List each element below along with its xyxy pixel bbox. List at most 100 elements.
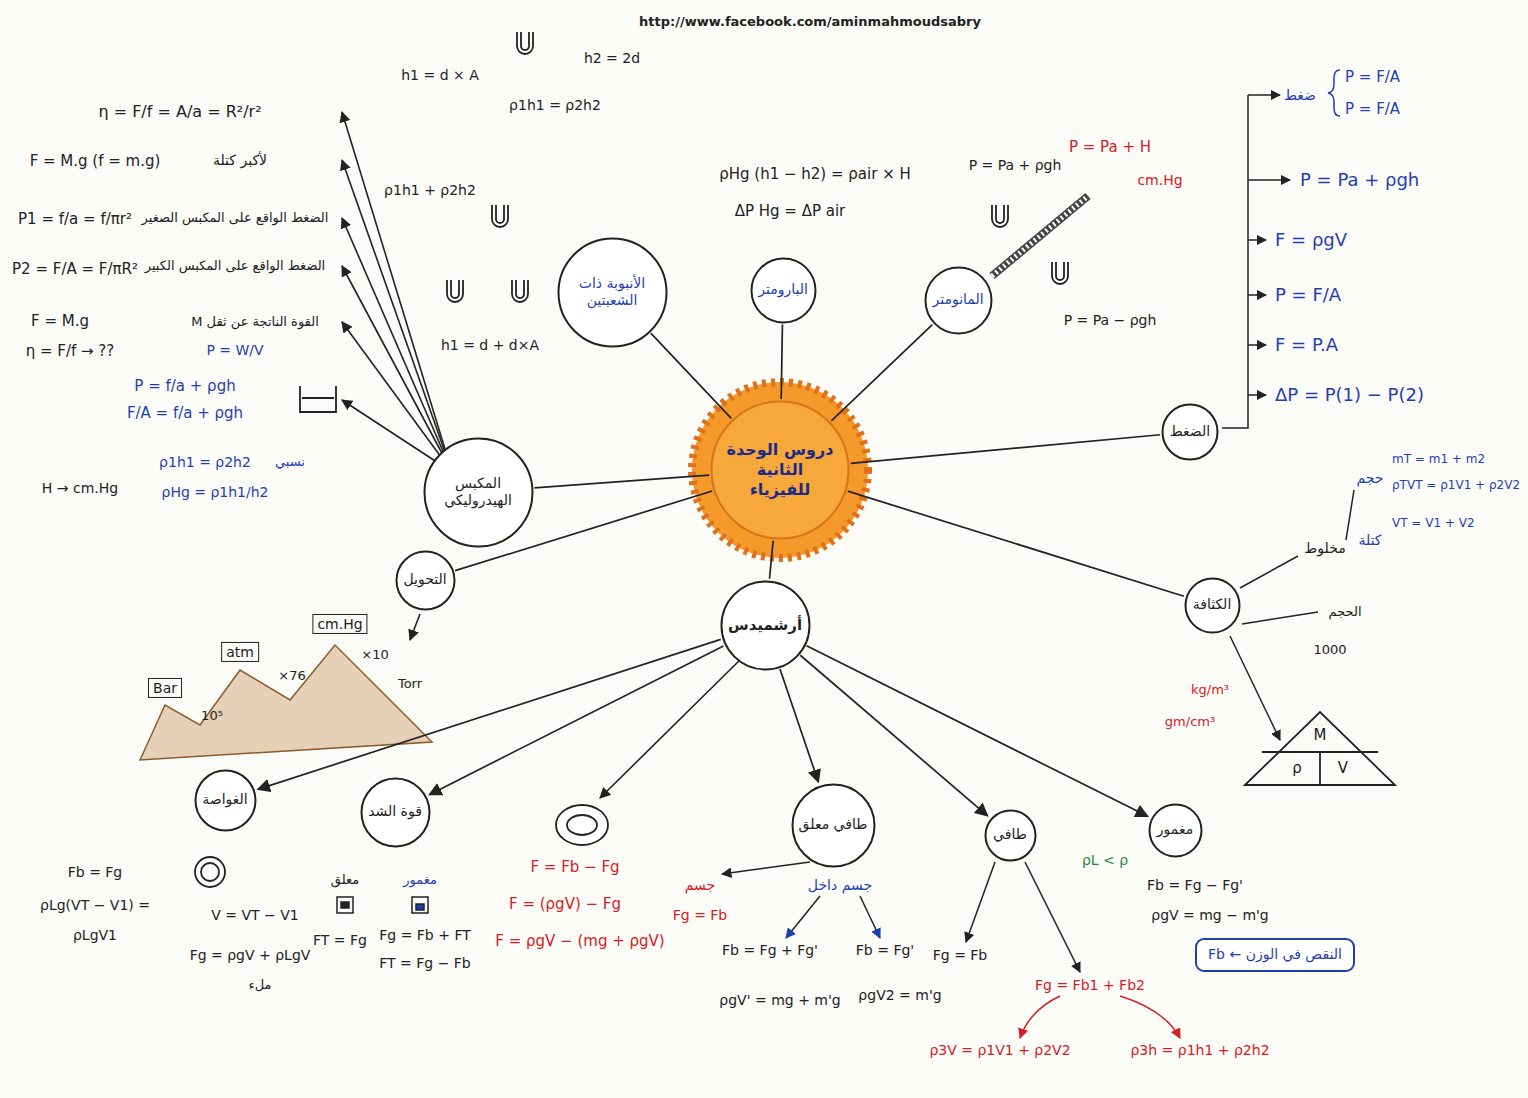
- node-label: أرشميدس: [728, 616, 802, 635]
- formula-label: مغمور: [403, 873, 437, 888]
- connector: [534, 475, 709, 488]
- formula-label: 1000: [1313, 643, 1346, 658]
- tank-icon: [300, 386, 336, 412]
- connector: [781, 324, 782, 399]
- formula-label: الحجم: [1328, 605, 1361, 620]
- formula-label: F = (ρgV) − Fg: [509, 896, 621, 913]
- formula-label: cm.Hg: [312, 614, 367, 634]
- formula-label: ρgV2 = m'g: [858, 987, 941, 1003]
- node-label: الغواصة: [202, 791, 247, 809]
- formula-label: لأكبر كتلة: [213, 152, 267, 168]
- formula-label: القوة الناتجة عن ثقل M: [191, 315, 319, 330]
- formula-label: P = f/a + ρgh: [134, 378, 235, 395]
- topic-circle: قوة الشد: [360, 777, 431, 848]
- balloon-icon: [567, 815, 597, 835]
- formula-label: FT = Fg: [313, 932, 367, 948]
- connector: [780, 669, 818, 782]
- submarine-icon: [201, 863, 219, 881]
- node-text: قوة الشد: [368, 803, 422, 821]
- formula-label: h2 = 2d: [584, 50, 640, 66]
- watermark: http://www.facebook.com/aminmahmoudsabry: [639, 15, 981, 30]
- node-text: البارومتر: [758, 281, 808, 299]
- formula-label: FT = Fg − Fb: [379, 955, 471, 971]
- topic-circle: التحويل: [395, 550, 456, 611]
- node-text: الأنبوبة ذات الشعبتين: [567, 275, 657, 310]
- formula-label: ρgV' = mg + m'g: [719, 992, 840, 1008]
- topic-circle: الغواصة: [194, 769, 257, 832]
- formula-label: gm/cm³: [1165, 715, 1215, 730]
- node-text: المانومتر: [932, 291, 983, 309]
- topic-circle: الكثافة: [1184, 577, 1241, 634]
- formula-label: Fb = Fg': [856, 942, 914, 958]
- formula-label: ضغط: [1284, 87, 1316, 103]
- formula-label: P2 = F/A = F/πR²: [12, 261, 138, 278]
- formula-label: F = Fb − Fg: [530, 859, 619, 876]
- node-text: التحويل: [403, 571, 446, 589]
- formula-label: η = F/f = A/a = R²/r²: [98, 103, 261, 121]
- node-label: دروس الوحدة الثانية للفيزياء: [725, 440, 835, 500]
- formula-label: P1 = f/a = f/πr²: [18, 211, 132, 228]
- floating-arrows: [1020, 996, 1180, 1038]
- node-label: مغمور: [1157, 821, 1193, 839]
- formula-label: Fb = Fg + Fg': [722, 942, 818, 958]
- formula-label: F = ρgV − (mg + ρgV): [495, 933, 664, 950]
- formula-label: M: [1314, 727, 1327, 744]
- formula-label: atm: [221, 642, 259, 662]
- node-text: الغواصة: [202, 791, 247, 809]
- formula-label: Fb = Fg − Fg': [1147, 877, 1243, 893]
- node-text: دروس الوحدة الثانية للفيزياء: [725, 440, 835, 500]
- circle-shape: [721, 581, 809, 669]
- box-shape: [1196, 939, 1354, 971]
- formula-label: مخلوط: [1304, 540, 1345, 556]
- leader-line: [410, 614, 420, 640]
- formula-label: 10⁵: [201, 709, 223, 724]
- connector: [851, 435, 1160, 464]
- formula-label: ملء: [249, 978, 272, 993]
- formula-label: P = Pa − ρgh: [1064, 312, 1157, 328]
- connector: [429, 646, 723, 795]
- submarine-icon: [195, 857, 225, 887]
- node-text: مغمور: [1157, 821, 1193, 839]
- formula-label: F = P.A: [1275, 335, 1338, 356]
- formula-label: ΔP = P(1) − P(2): [1275, 385, 1424, 406]
- brace: [1328, 70, 1340, 116]
- circle-shape: [792, 784, 874, 866]
- circle-shape: [558, 238, 666, 346]
- node-label: طافي معلق: [799, 816, 868, 834]
- formula-label: Fg = Fb1 + Fb2: [1035, 977, 1145, 993]
- node-text: طافي معلق: [799, 816, 868, 834]
- topic-circle: المكبس الهيدروليكي: [423, 437, 534, 548]
- formula-label: جسم داخل: [808, 877, 872, 893]
- node-text: الضغط: [1170, 423, 1210, 441]
- formula-label: الضغط الواقع على المكبس الكبير: [145, 259, 325, 274]
- formula-label: H → cm.Hg: [42, 480, 118, 496]
- formula-label: P = W/V: [206, 342, 263, 358]
- formula-label: Fg = Fb + FT: [379, 927, 471, 943]
- note-box: Fb ← النقص في الوزن: [1195, 938, 1355, 972]
- topic-circle: الضغط: [1161, 403, 1219, 461]
- center-splash: [692, 382, 868, 558]
- formula-label: P = F/A: [1275, 285, 1341, 306]
- leader-line: [600, 655, 745, 798]
- formula-label: ρTVT = ρ1V1 + ρ2V2: [1392, 479, 1520, 493]
- balloon-icon: [556, 805, 608, 845]
- node-label: المانومتر: [932, 291, 983, 309]
- formula-label: kg/m³: [1191, 683, 1229, 698]
- manometer-ruler: [992, 196, 1088, 276]
- formula-label: حجم: [1356, 470, 1383, 486]
- floating-arrows: [722, 862, 1080, 972]
- node-label: المكبس الهيدروليكي: [433, 475, 523, 510]
- formula-label: ρgV = mg − m'g: [1151, 907, 1269, 923]
- node-text: المكبس الهيدروليكي: [433, 475, 523, 510]
- formula-label: cm.Hg: [1137, 172, 1182, 188]
- node-label: طافي: [993, 826, 1027, 844]
- circle-shape: [1163, 405, 1218, 460]
- manometer-ruler-ticks: [992, 196, 1088, 276]
- formula-label: mT = m1 + m2: [1392, 453, 1485, 467]
- hydraulic-leaders: [342, 112, 452, 472]
- node-text: Fb ← النقص في الوزن: [1208, 946, 1342, 964]
- node-label: البارومتر: [758, 281, 808, 299]
- formula-label: F/A = f/a + ρgh: [127, 405, 243, 422]
- conversion-mountain: [140, 645, 432, 760]
